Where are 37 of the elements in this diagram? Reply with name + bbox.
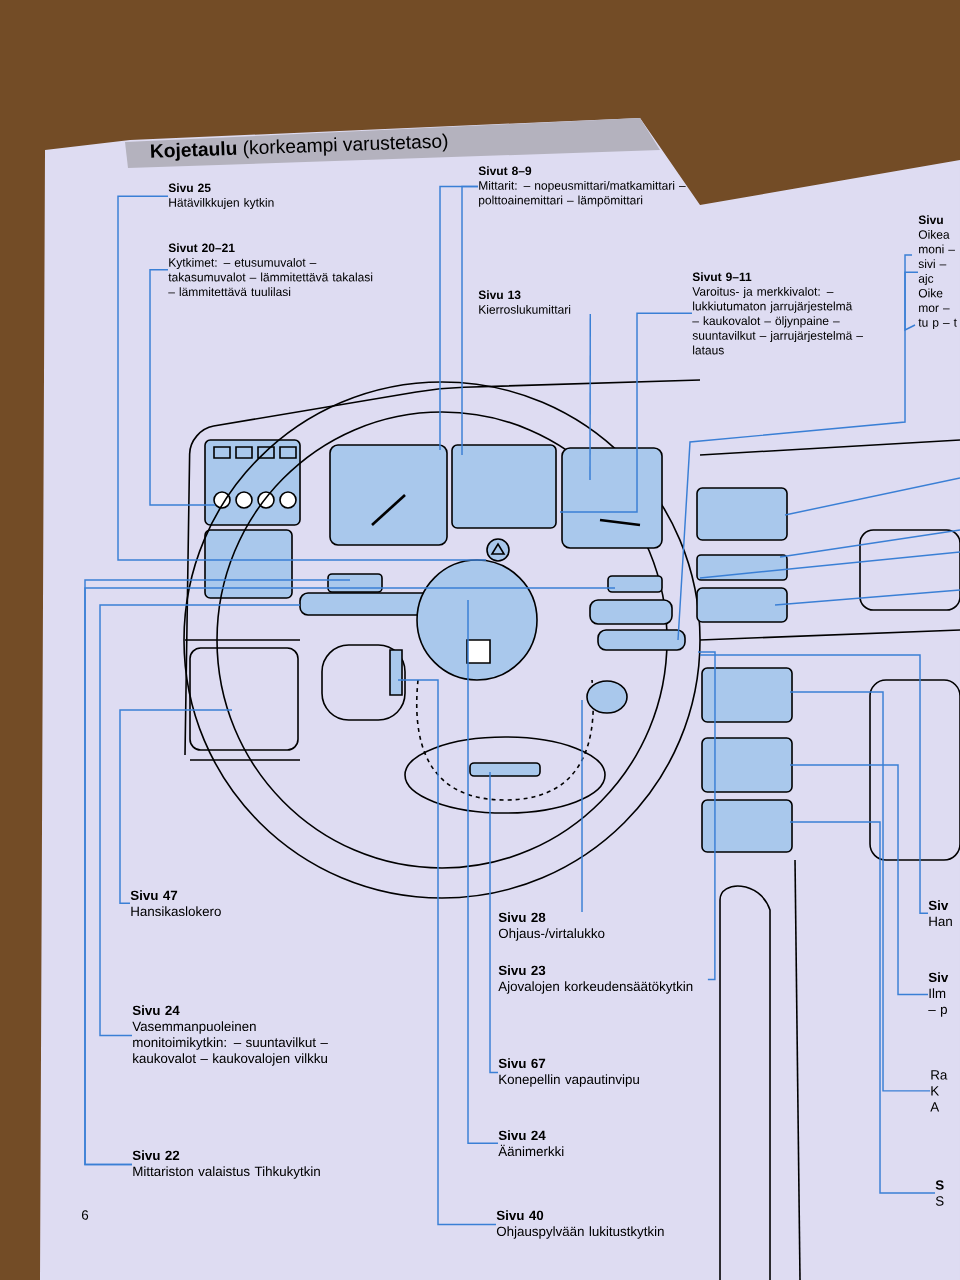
leader-line xyxy=(461,185,479,456)
callout-text: Sivu 24 Äänimerkki xyxy=(498,1130,564,1157)
callout-text: Sivut 9–11 Varoitus- ja merkkivalot: – lukkiutumaton jarrujärjestelmä – kaukovalot – öljynpaine – suuntavilkut – jarrujärjestelmä – lataus xyxy=(692,272,863,355)
leader-line xyxy=(697,651,716,981)
callout-text: Siv Ilm – p xyxy=(928,972,949,1017)
callout-text: Sivu Oikea moni – sivi – ajc Oike mor – tu p – t xyxy=(918,215,957,330)
leader-line xyxy=(99,604,301,1037)
leader-line xyxy=(589,313,591,481)
callout-text: Sivu 24 Vasemmanpuoleinen monitoimikytkin: – suuntavilkut – kaukovalot – kaukovalojen vilkku xyxy=(132,1005,328,1066)
callout-text: Sivut 20–21 Kytkimet: – etusumuvalot – takasumuvalot – lämmitettävä takalasi – lämmitettävä tuulilasi xyxy=(168,243,373,297)
callout-text: Sivu 47 Hansikaslokero xyxy=(130,890,221,917)
callout-text: Sivu 13 Kierroslukumittari xyxy=(478,290,571,314)
callout-text: Sivu 25 Hätävilkkujen kytkin xyxy=(168,183,274,210)
callout-text: Sivu 28 Ohjaus-/virtalukko xyxy=(498,912,605,941)
leader-line xyxy=(559,312,693,513)
leader-line xyxy=(789,764,929,996)
callout-text: Sivu 22 Mittariston valaistus Tihkukytkin xyxy=(132,1150,320,1179)
leader-line xyxy=(789,821,936,1194)
callout-text: S S xyxy=(935,1180,944,1206)
callout-text: Ra K A xyxy=(930,1070,948,1112)
leader-line xyxy=(699,654,929,914)
callout-text: Sivu 67 Konepellin vapautinvipu xyxy=(498,1058,639,1087)
callout-text: Siv Han xyxy=(928,900,952,927)
page-number: 6 xyxy=(81,1210,89,1220)
leader-line xyxy=(677,271,919,641)
leader-line xyxy=(149,268,216,506)
leader-line xyxy=(789,691,931,1092)
leader-line xyxy=(467,599,499,1144)
leader-line xyxy=(119,709,233,904)
leader-line xyxy=(489,771,499,1074)
leader-line xyxy=(397,679,497,1226)
leader-line xyxy=(84,587,616,1166)
title: Kojetaulu (korkeampi varustetaso) xyxy=(150,133,448,161)
leader-line xyxy=(117,195,487,561)
callout-text: Sivut 8–9 Mittarit: – nopeusmittari/matkamittari – polttoainemittari – lämpömittari xyxy=(478,166,686,207)
callout-text: Sivu 23 Ajovalojen korkeudensäätökytkin xyxy=(498,965,693,994)
callout-text: Sivu 40 Ohjauspylvään lukitustkytkin xyxy=(496,1210,664,1239)
